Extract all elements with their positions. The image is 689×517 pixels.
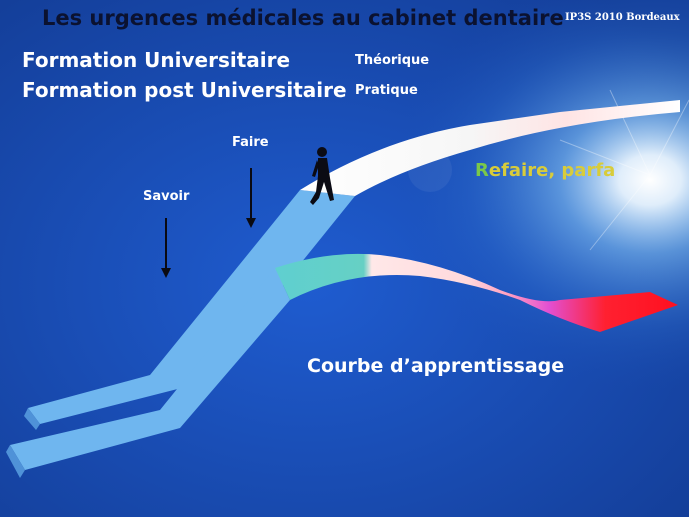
- theorique-label: Théorique: [355, 53, 430, 68]
- refaire-label: Refaire, parfa: [475, 160, 615, 181]
- savoir-down-arrow: [161, 218, 171, 278]
- slide-title: Les urgences médicales au cabinet dentai…: [42, 6, 564, 30]
- faire-down-arrow: [246, 168, 256, 228]
- courbe-apprentissage-label: Courbe d’apprentissage: [307, 355, 565, 377]
- refaire-rest: efaire, parfa: [488, 160, 616, 181]
- faire-label: Faire: [232, 135, 269, 150]
- formation-post-universitaire-label: Formation post Universitaire: [22, 78, 347, 102]
- formation-universitaire-label: Formation Universitaire: [22, 48, 291, 72]
- savoir-label: Savoir: [143, 189, 190, 204]
- pratique-label: Pratique: [355, 83, 418, 98]
- refaire-initial: R: [475, 160, 489, 181]
- walking-person-icon: [310, 147, 334, 205]
- credit-label: IP3S 2010 Bordeaux: [565, 12, 680, 23]
